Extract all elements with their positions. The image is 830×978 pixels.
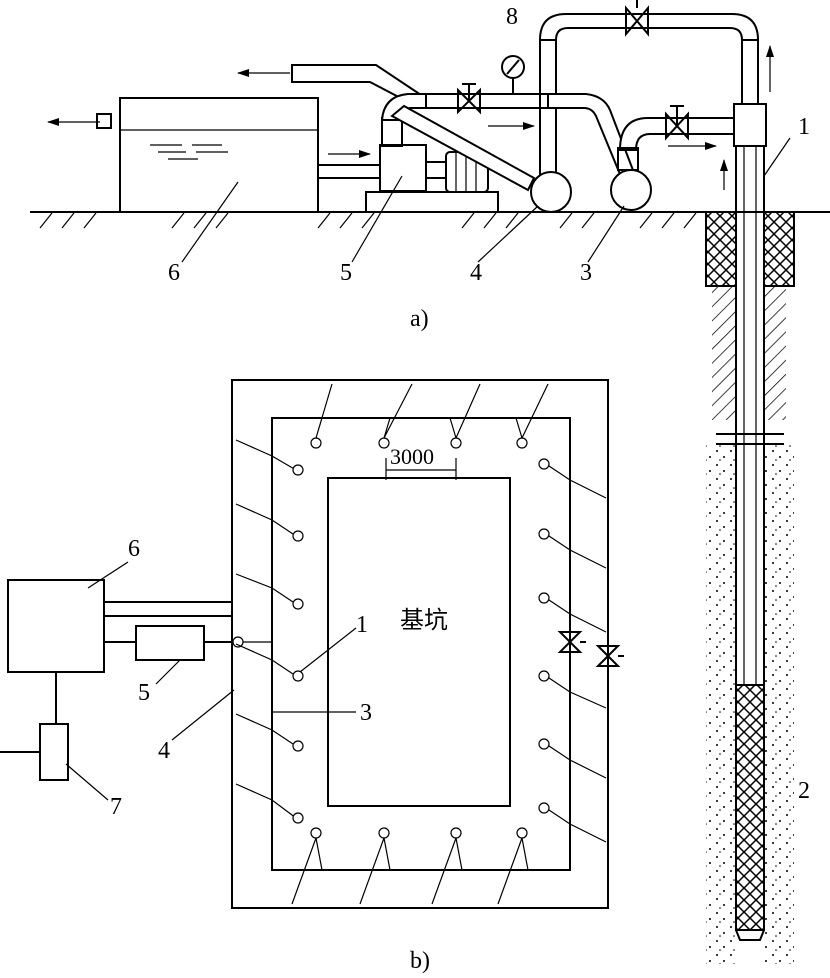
drain-outlet <box>39 723 69 781</box>
label-5-a: 5 <box>340 260 352 286</box>
top-valve <box>625 5 649 37</box>
leader-3-a <box>587 205 625 263</box>
label-4-a: 4 <box>470 260 482 286</box>
label-1-b: 1 <box>356 612 368 638</box>
soil-hatch-left <box>712 286 736 420</box>
label-4-b: 4 <box>158 738 170 764</box>
leader-4-a <box>477 205 539 263</box>
pump-block <box>135 625 205 661</box>
leader-1-b <box>299 627 357 673</box>
tank-inlet-pipe <box>318 164 380 179</box>
caption-a: a) <box>410 306 429 332</box>
pump3-neck <box>617 147 639 171</box>
leader-6-b <box>87 561 129 589</box>
clay-seal-left <box>705 211 737 287</box>
pump-base <box>365 191 499 213</box>
label-6-b: 6 <box>128 536 140 562</box>
label-6-a: 6 <box>168 260 180 286</box>
label-8: 8 <box>506 4 518 30</box>
wellpoint-riser <box>741 40 759 104</box>
outer-boundary <box>231 379 609 909</box>
foundation-pit <box>327 477 511 807</box>
tank-block <box>7 579 105 673</box>
part-a-elevation <box>30 0 830 229</box>
clay-seal-right <box>763 211 795 287</box>
vacuum-gauge <box>501 55 525 79</box>
wellpoints-top <box>310 383 549 449</box>
vacuum-pump <box>610 169 652 211</box>
water-marks <box>150 144 228 160</box>
sand-right <box>764 444 794 964</box>
pump-outlet-neck <box>381 117 403 147</box>
water-separator <box>530 171 572 213</box>
tube-joint <box>716 433 784 445</box>
label-2: 2 <box>798 778 810 804</box>
label-3-a: 3 <box>580 260 592 286</box>
leader-5-b <box>155 659 181 685</box>
pump-coupling <box>426 161 446 179</box>
ring-valve-inner <box>557 631 583 653</box>
overflow-outlet <box>96 113 112 129</box>
wellpoints-left <box>235 439 304 824</box>
discharge-valve <box>457 87 481 115</box>
wellpoints-bottom <box>291 827 529 905</box>
tank-pipe <box>104 601 232 617</box>
filter-pipe <box>735 684 765 931</box>
caption-b: b) <box>410 948 430 974</box>
label-1-a: 1 <box>798 114 810 140</box>
gauge-needle <box>506 59 520 75</box>
leader-5-a <box>351 175 403 263</box>
leader-4-b <box>171 689 235 741</box>
label-7: 7 <box>110 794 122 820</box>
leader-1-a <box>763 137 791 177</box>
tube-inner <box>743 146 757 685</box>
label-5-b: 5 <box>138 680 150 706</box>
pit-label: 基坑 <box>400 606 448 634</box>
filter-tip <box>735 929 765 941</box>
discharge-pipe <box>426 93 548 109</box>
label-3-b: 3 <box>360 700 372 726</box>
diagonal-pipe-left <box>390 104 536 192</box>
leader-6-a <box>181 181 239 263</box>
sand-left <box>706 444 736 964</box>
leader-7 <box>65 763 109 801</box>
tube-outer <box>735 146 765 685</box>
dimension-value: 3000 <box>390 444 434 469</box>
part-b-plan: 基坑 3000 <box>0 379 624 909</box>
centrifugal-pump <box>379 144 427 192</box>
soil-hatch-right <box>764 286 786 420</box>
ring-valve-outer <box>595 645 621 667</box>
header-pipe-ring <box>271 417 571 871</box>
water-tank <box>119 97 319 213</box>
wellpoint-head <box>733 103 767 147</box>
wellpoint-tube <box>705 146 795 964</box>
suction-valve <box>665 111 689 141</box>
wellpoints-right <box>538 458 607 843</box>
ground-hatching <box>39 212 697 229</box>
